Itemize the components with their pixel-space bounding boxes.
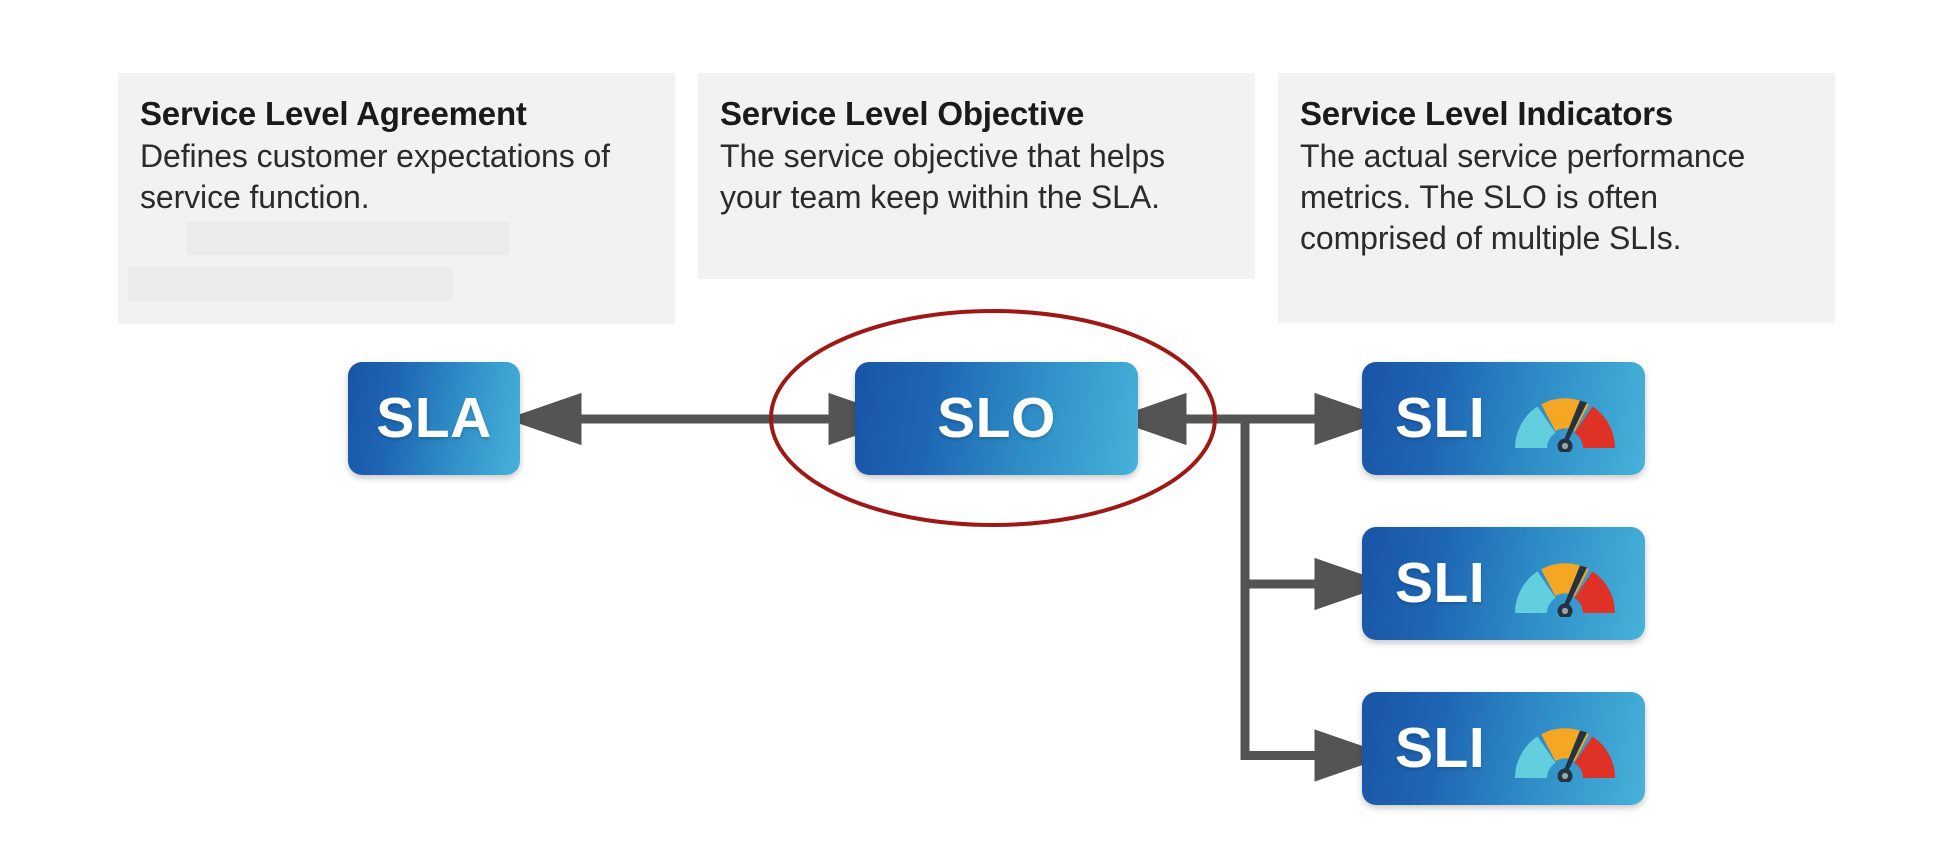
node-label-sli-2: SLI <box>1395 551 1486 615</box>
card-body-sli: The actual service performance metrics. … <box>1300 137 1746 256</box>
card-body-slo: The service objective that helps your te… <box>720 137 1166 215</box>
node-slo[interactable]: SLO <box>855 362 1138 475</box>
node-label-sli-3: SLI <box>1395 716 1486 780</box>
gauge-icon <box>1515 397 1616 452</box>
node-label-sla: SLA <box>376 386 492 450</box>
node-sli-3[interactable]: SLI <box>1362 692 1645 805</box>
description-card-sli: Service Level Indicators The actual serv… <box>1278 73 1835 323</box>
gauge-icon <box>1515 562 1616 617</box>
node-label-sli-1: SLI <box>1395 386 1486 450</box>
node-sli-1[interactable]: SLI <box>1362 362 1645 475</box>
node-sli-2[interactable]: SLI <box>1362 527 1645 640</box>
redaction-block-2 <box>128 267 453 301</box>
card-title-sla: Service Level Agreement <box>140 95 527 132</box>
card-title-slo: Service Level Objective <box>720 95 1085 132</box>
connector-slo-trunk <box>1111 392 1320 760</box>
gauge-icon <box>1515 727 1616 782</box>
node-label-slo: SLO <box>937 386 1056 450</box>
card-title-sli: Service Level Indicators <box>1300 95 1674 132</box>
card-body-sla: Defines customer expectations of service… <box>140 137 610 215</box>
description-card-slo: Service Level Objective The service obje… <box>698 73 1255 279</box>
redaction-block-1 <box>187 222 509 255</box>
node-sla[interactable]: SLA <box>348 362 520 475</box>
